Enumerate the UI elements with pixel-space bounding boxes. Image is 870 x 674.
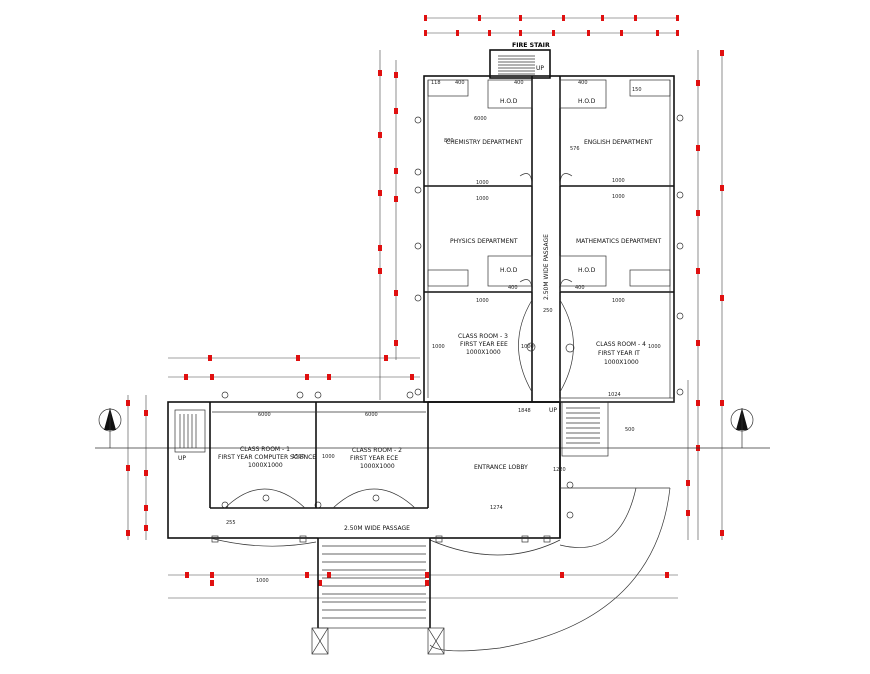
classroom-2-sub: FIRST YEAR ECE bbox=[350, 455, 398, 462]
dim-150: 150 bbox=[632, 87, 642, 93]
classroom-1-size: 1000X1000 bbox=[248, 462, 283, 469]
physics-department-label: PHYSICS DEPARTMENT bbox=[450, 238, 518, 245]
classroom-1-label: CLASS ROOM - 1 bbox=[240, 446, 290, 453]
dim-6000-a: 6000 bbox=[474, 116, 487, 122]
dim-1000-b: 1000 bbox=[612, 178, 625, 184]
section-marker-right-icon bbox=[730, 408, 754, 448]
dim-400-e: 400 bbox=[575, 285, 585, 291]
top-dimension-chains bbox=[424, 15, 679, 36]
classroom-2-label: CLASS ROOM - 2 bbox=[352, 447, 402, 454]
dim-400-c: 400 bbox=[578, 80, 588, 86]
dim-1000-e: 1000 bbox=[476, 298, 489, 304]
hod-label-3: H.O.D bbox=[500, 267, 518, 274]
hod-label-4: H.O.D bbox=[578, 267, 596, 274]
dim-250: 250 bbox=[543, 308, 553, 314]
bottom-passage-label: 2.50M WIDE PASSAGE bbox=[344, 525, 410, 532]
entrance-lobby-label: ENTRANCE LOBBY bbox=[474, 464, 528, 471]
chemistry-department-label: CHEMISTRY DEPARTMENT bbox=[446, 139, 523, 146]
dim-1000-c: 1000 bbox=[476, 196, 489, 202]
dim-400-a: 400 bbox=[455, 80, 465, 86]
hod-label-1: H.O.D bbox=[500, 98, 518, 105]
dim-1000-k: 1000 bbox=[322, 454, 335, 460]
dim-800: 800 bbox=[444, 138, 454, 144]
dim-1500: 1500 bbox=[292, 454, 305, 460]
left-wing-dimensions bbox=[168, 355, 420, 380]
west-doors bbox=[224, 488, 416, 509]
entrance-lobby: ENTRANCE LOBBY UP bbox=[428, 397, 675, 538]
classroom-4-size: 1000X1000 bbox=[604, 359, 639, 366]
classroom-1-sub: FIRST YEAR COMPUTER SCIENCE bbox=[218, 454, 316, 461]
entrance-steps bbox=[311, 537, 445, 655]
classroom-4-label: CLASS ROOM - 4 bbox=[596, 341, 646, 348]
dim-1000-h: 1000 bbox=[521, 344, 534, 350]
english-department-label: ENGLISH DEPARTMENT bbox=[584, 139, 653, 146]
lobby-stair-up-label: UP bbox=[549, 407, 557, 414]
dim-576: 576 bbox=[570, 146, 580, 152]
right-dimension-chains bbox=[686, 50, 724, 540]
lobby-staircase bbox=[561, 401, 609, 457]
dim-1274: 1274 bbox=[490, 505, 503, 511]
dim-6000-b: 6000 bbox=[258, 412, 271, 418]
wall-markers bbox=[211, 535, 551, 543]
classroom-3-size: 1000X1000 bbox=[466, 349, 501, 356]
dim-6000-c: 6000 bbox=[365, 412, 378, 418]
dim-1220: 1220 bbox=[553, 467, 566, 473]
dim-1000-g: 1000 bbox=[432, 344, 445, 350]
dim-500: 500 bbox=[625, 427, 635, 433]
fire-stair-label: FIRE STAIR bbox=[512, 42, 550, 49]
hod-cabins: H.O.D H.O.D H.O.D H.O.D bbox=[427, 79, 671, 287]
dim-400-b: 400 bbox=[514, 80, 524, 86]
classroom-3-label: CLASS ROOM - 3 bbox=[458, 333, 508, 340]
columns bbox=[221, 114, 684, 519]
dim-400-d: 400 bbox=[508, 285, 518, 291]
dim-1000-j: 1000 bbox=[256, 578, 269, 584]
west-staircase: UP bbox=[174, 409, 206, 462]
west-stair-up-label: UP bbox=[178, 455, 186, 462]
fire-stair-up-label: UP bbox=[536, 65, 544, 72]
hod-label-2: H.O.D bbox=[578, 98, 596, 105]
fire-stair: FIRE STAIR UP bbox=[489, 42, 551, 79]
dim-1000-a: 1000 bbox=[476, 180, 489, 186]
classroom-2-size: 1000X1000 bbox=[360, 463, 395, 470]
dim-118: 118 bbox=[431, 80, 441, 86]
dim-1024: 1024 bbox=[608, 392, 621, 398]
dim-1848: 1848 bbox=[518, 408, 531, 414]
classroom-3-sub: FIRST YEAR EEE bbox=[460, 341, 508, 348]
dimension-texts: 118 400 400 400 150 6000 800 576 1000 10… bbox=[226, 80, 661, 584]
section-line bbox=[95, 408, 770, 449]
dim-1000-f: 1000 bbox=[612, 298, 625, 304]
top-dimension-markers bbox=[424, 15, 679, 36]
section-marker-left-icon bbox=[98, 408, 122, 448]
classroom-4-sub: FIRST YEAR IT bbox=[598, 350, 640, 357]
vertical-passage-label: 2.50M WIDE PASSAGE bbox=[543, 234, 550, 300]
mathematics-department-label: MATHEMATICS DEPARTMENT bbox=[576, 238, 662, 245]
north-doors bbox=[518, 173, 575, 393]
dim-1000-d: 1000 bbox=[612, 194, 625, 200]
left-dimension-chains bbox=[126, 50, 398, 540]
bottom-dimension-chains bbox=[168, 572, 678, 599]
dim-1000-i: 1000 bbox=[648, 344, 661, 350]
porch-curves bbox=[209, 487, 671, 652]
dim-255: 255 bbox=[226, 520, 236, 526]
